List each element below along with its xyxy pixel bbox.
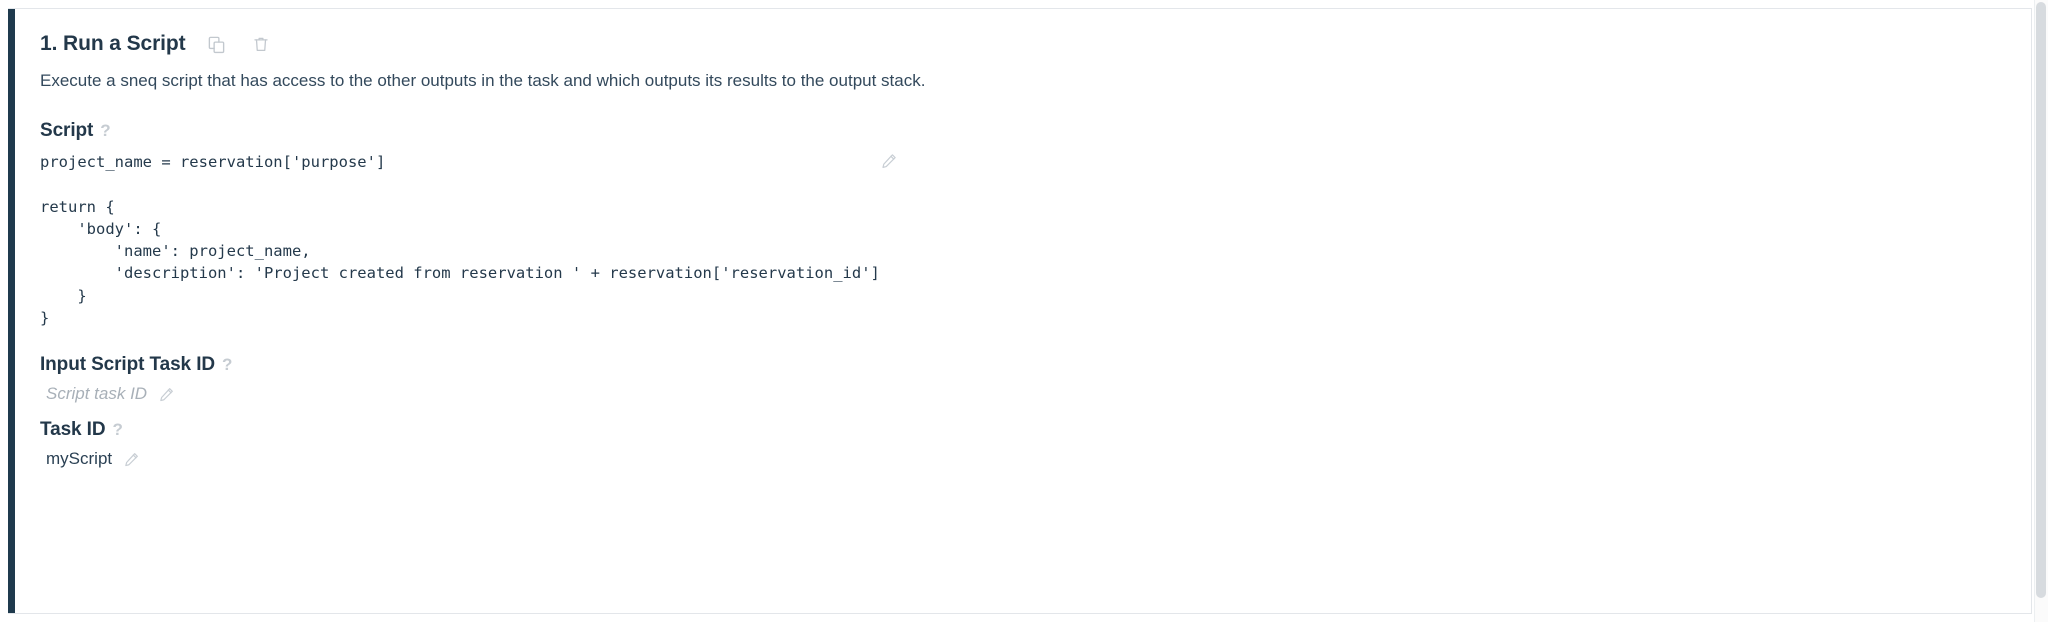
- script-code-block[interactable]: project_name = reservation['purpose'] re…: [40, 153, 880, 328]
- card-accent-bar: [8, 9, 15, 613]
- card-body: 1. Run a Script Execute a sneq s: [15, 9, 2031, 613]
- pencil-icon-task-id[interactable]: [123, 451, 140, 468]
- pencil-icon-script[interactable]: [880, 152, 898, 170]
- trash-icon[interactable]: [250, 33, 272, 55]
- field-task-id: Task ID ? myScript: [40, 419, 2031, 470]
- vertical-scrollbar-thumb[interactable]: [2036, 2, 2046, 598]
- card-header: 1. Run a Script: [40, 31, 2031, 57]
- input-script-task-id-placeholder[interactable]: Script task ID: [46, 384, 148, 404]
- pencil-icon-input-script-task-id[interactable]: [158, 386, 175, 403]
- field-label-script-text: Script: [40, 120, 94, 141]
- field-label-input-script-task-id: Input Script Task ID ?: [40, 354, 2031, 376]
- script-code-wrap: project_name = reservation['purpose'] re…: [40, 151, 2031, 329]
- copy-icon[interactable]: [206, 33, 228, 55]
- help-icon-script[interactable]: ?: [100, 121, 111, 140]
- field-script: Script ? project_name = reservation['pur…: [40, 120, 2031, 329]
- field-label-task-id-text: Task ID: [40, 419, 106, 441]
- help-icon-task-id[interactable]: ?: [112, 420, 123, 440]
- field-label-task-id: Task ID ?: [40, 419, 2031, 441]
- input-script-task-id-value-row[interactable]: Script task ID: [40, 383, 2031, 405]
- task-id-value-row[interactable]: myScript: [40, 448, 2031, 470]
- card-description: Execute a sneq script that has access to…: [40, 71, 926, 90]
- page-title: 1. Run a Script: [40, 32, 186, 55]
- help-icon-input-script-task-id[interactable]: ?: [222, 355, 233, 375]
- vertical-scrollbar-track[interactable]: [2034, 0, 2048, 622]
- field-label-input-script-task-id-text: Input Script Task ID: [40, 354, 216, 376]
- field-label-script: Script ?: [40, 120, 2031, 142]
- task-id-value[interactable]: myScript: [46, 449, 113, 469]
- run-a-script-card: 1. Run a Script Execute a sneq s: [8, 8, 2032, 614]
- field-input-script-task-id: Input Script Task ID ? Script task ID: [40, 354, 2031, 405]
